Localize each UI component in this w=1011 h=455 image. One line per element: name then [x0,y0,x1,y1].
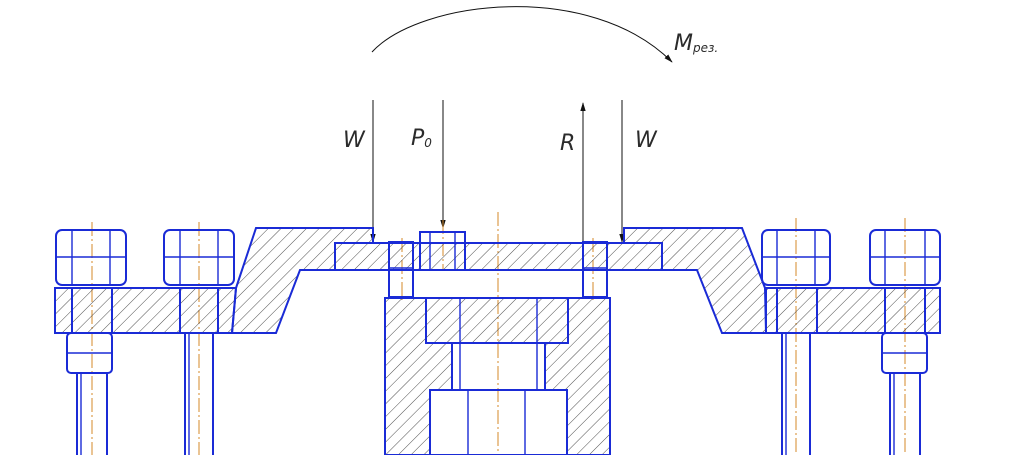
nut-right-inner [761,229,831,286]
nut-right-lower [881,332,928,374]
right-support-pin [582,241,608,298]
center-clamp-plate [334,242,663,271]
moment-arc [371,6,673,63]
moment-label: Mрез. [674,31,718,56]
r-label: R [560,131,575,156]
pressure-screw [419,231,466,271]
nut-left-lower [66,332,113,374]
p0-label: P0 [411,126,432,151]
nut-left-outer [55,229,127,286]
nut-left-inner [163,229,235,286]
left-base-plate [54,287,238,334]
left-support-pin [388,241,414,298]
w-left-label: W [343,128,366,153]
nut-right-outer [869,229,941,286]
right-base-plate [765,287,941,334]
w-right-label: W [635,128,658,153]
studs [76,333,921,455]
